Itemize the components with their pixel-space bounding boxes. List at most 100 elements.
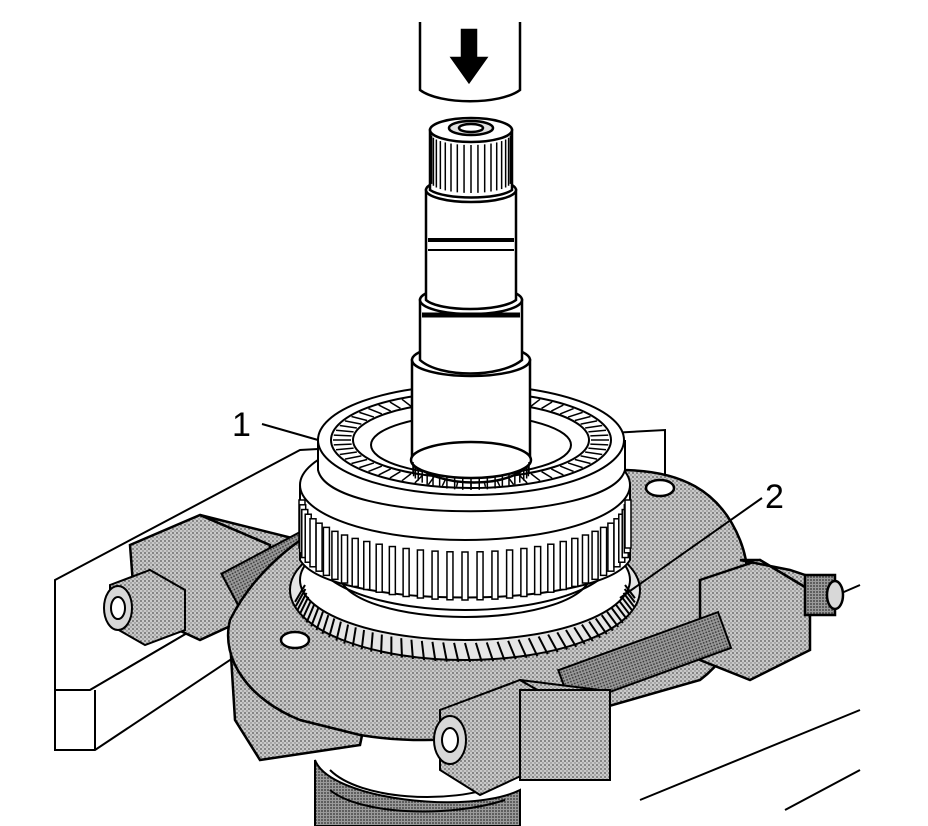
bearing-roller [541,401,553,410]
clutch-tooth [315,522,323,572]
gear-tooth [594,617,608,635]
clutch-tooth [402,547,410,598]
gear-tooth [581,624,594,642]
clutch-tooth [547,543,555,593]
bearing-roller [574,458,591,465]
bearing-roller [401,398,412,407]
gear-teeth [294,584,636,663]
shaft-lower-spline [412,462,530,490]
gear-tooth [370,632,374,652]
gear-tooth [496,641,506,661]
gear-tooth [335,621,342,641]
gear-tooth [474,642,483,662]
bearing-roller [580,420,598,425]
clutch-teeth [298,499,632,601]
bearing-roller [389,401,401,410]
gear-tooth [328,618,336,638]
bearing-roller [590,434,609,437]
gear-tooth [606,611,620,628]
bearing-roller [559,407,574,415]
gear-tooth [310,607,320,627]
bearing-roller [559,465,574,473]
clutch-tooth [520,547,528,598]
gear-tooth [565,629,578,648]
clutch-tooth [322,526,331,577]
bearing-roller [588,447,607,451]
clutch-tooth [533,545,542,596]
gear-tooth [296,592,308,611]
gear-tooth [453,642,460,663]
shaft [409,116,533,490]
callout-2: 2 [619,478,784,599]
gear-tooth [321,614,330,635]
gear-tooth [588,621,601,639]
gear-tooth [298,596,310,615]
clutch-tooth [431,550,439,600]
bearing-roller [368,407,383,415]
gear-tooth [420,640,426,661]
clutch-tooth [416,549,425,599]
callout-1: 1 [232,406,319,444]
clutch-tooth [331,530,339,581]
bearing-roller [339,451,357,456]
clutch-tooth [571,537,579,588]
clutch-tooth [476,551,484,601]
bearing-roller [378,468,392,476]
gear-tooth [517,639,528,659]
gear-tooth [431,641,437,662]
gear-tooth [537,636,549,655]
lower-hub [314,759,521,826]
clutch-tooth [340,534,349,584]
bearing-roller [550,468,564,476]
clutch-tooth [607,522,615,572]
gear-tooth [351,627,357,647]
gear-tooth [620,596,634,612]
gear-tooth [360,629,366,650]
bearing-roller [359,462,375,469]
bearing-roller [351,415,368,422]
gear-tooth [410,639,414,660]
bearing-roller [335,429,354,433]
bearing-roller [344,420,362,425]
bearing-roller [567,462,583,469]
clutch-tooth [624,499,632,549]
gear-tooth [380,634,383,654]
bearing-roller [585,424,603,429]
bearing-roller [574,415,591,422]
clutch-tooth [461,551,469,601]
bearing-roller [401,473,412,482]
bearing-roller [530,398,541,407]
clutch-tooth [351,537,359,588]
bearing-roller [359,411,375,418]
gear-tooth [485,642,495,662]
press-ram [418,22,522,103]
bearing-roller [585,451,603,456]
gear-tooth [315,611,324,631]
gear-tooth [343,624,350,644]
clutch-tooth [446,551,454,601]
gear-tooth [507,640,517,660]
bearing-roller [567,411,583,418]
gear-tooth [464,642,472,663]
bearing-roller [530,473,541,482]
bearing-roller [333,434,352,437]
gear-tooth [305,604,316,623]
clutch-tooth [559,540,567,591]
clutch-tooth [363,540,371,591]
gear-tooth [614,603,628,620]
bearing-roller [351,458,368,465]
clutch-tooth [599,526,608,577]
gear-tooth [610,607,624,624]
callout-2-label: 2 [765,478,784,516]
bearing-roller [335,447,354,451]
clutch-tooth [375,543,383,593]
gear-tooth [294,588,307,607]
press-arrow-icon [449,28,489,85]
bearing-roller [389,470,401,479]
bearing-roller [541,470,553,479]
gear-tooth [600,614,614,632]
bearing-roller [588,429,607,433]
clutch-tooth [388,545,397,596]
